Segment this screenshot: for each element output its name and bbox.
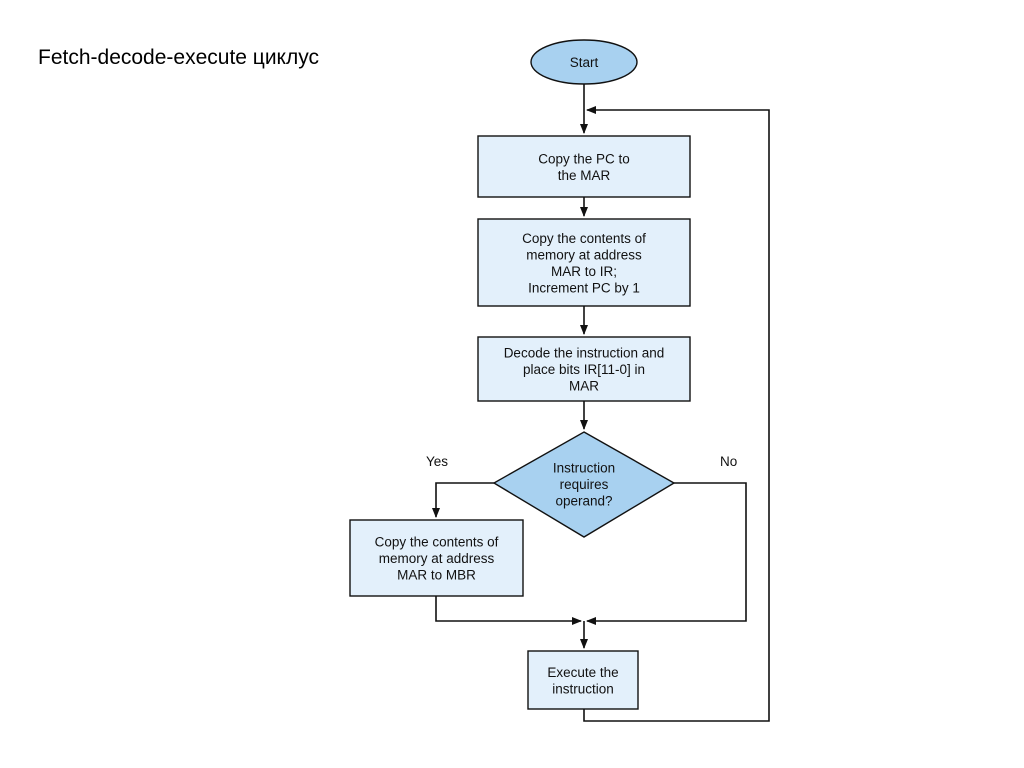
node-label-line: instruction xyxy=(552,681,614,696)
copy-pc-node xyxy=(477,135,691,198)
start-node xyxy=(530,39,638,85)
node-label-line: Decode the instruction and xyxy=(504,346,665,361)
node-label-line: Copy the PC to xyxy=(538,151,630,166)
node-label-line: place bits IR[11-0] in xyxy=(523,362,645,377)
yes-label: Yes xyxy=(426,454,448,469)
execute-node xyxy=(527,650,639,710)
node-label-line: MAR xyxy=(569,379,599,394)
connectors xyxy=(432,84,770,722)
node-label-line: Start xyxy=(570,55,599,70)
connector-no-branch xyxy=(586,482,747,625)
decode-node xyxy=(477,336,691,402)
fetch-node xyxy=(477,218,691,307)
node-label-line: Instruction xyxy=(553,461,615,476)
connector-operand-to-join xyxy=(435,596,582,625)
node-label-line: requires xyxy=(560,477,609,492)
copy-pc-node-label: Copy the PC to the MAR xyxy=(538,151,630,183)
node-label-line: MAR to MBR xyxy=(397,568,476,583)
connector-yes-branch xyxy=(432,482,494,518)
node-label-line: the MAR xyxy=(558,168,611,183)
node-label-line: Copy the contents of xyxy=(522,231,646,246)
connector-loop-back xyxy=(583,106,770,722)
node-label-line: Increment PC by 1 xyxy=(528,280,640,295)
node-label-line: Copy the contents of xyxy=(375,535,499,550)
node-label-line: MAR to IR; xyxy=(551,264,617,279)
page-title: Fetch-decode-execute циклус xyxy=(38,46,319,69)
node-label-line: operand? xyxy=(555,494,612,509)
no-label: No xyxy=(720,454,737,469)
operand-node xyxy=(349,519,524,597)
start-node-label: Start xyxy=(570,55,599,70)
node-label-line: memory at address xyxy=(526,247,642,262)
node-label-line: Execute the xyxy=(547,665,618,680)
node-label-line: memory at address xyxy=(379,551,495,566)
decision-node xyxy=(492,431,676,538)
